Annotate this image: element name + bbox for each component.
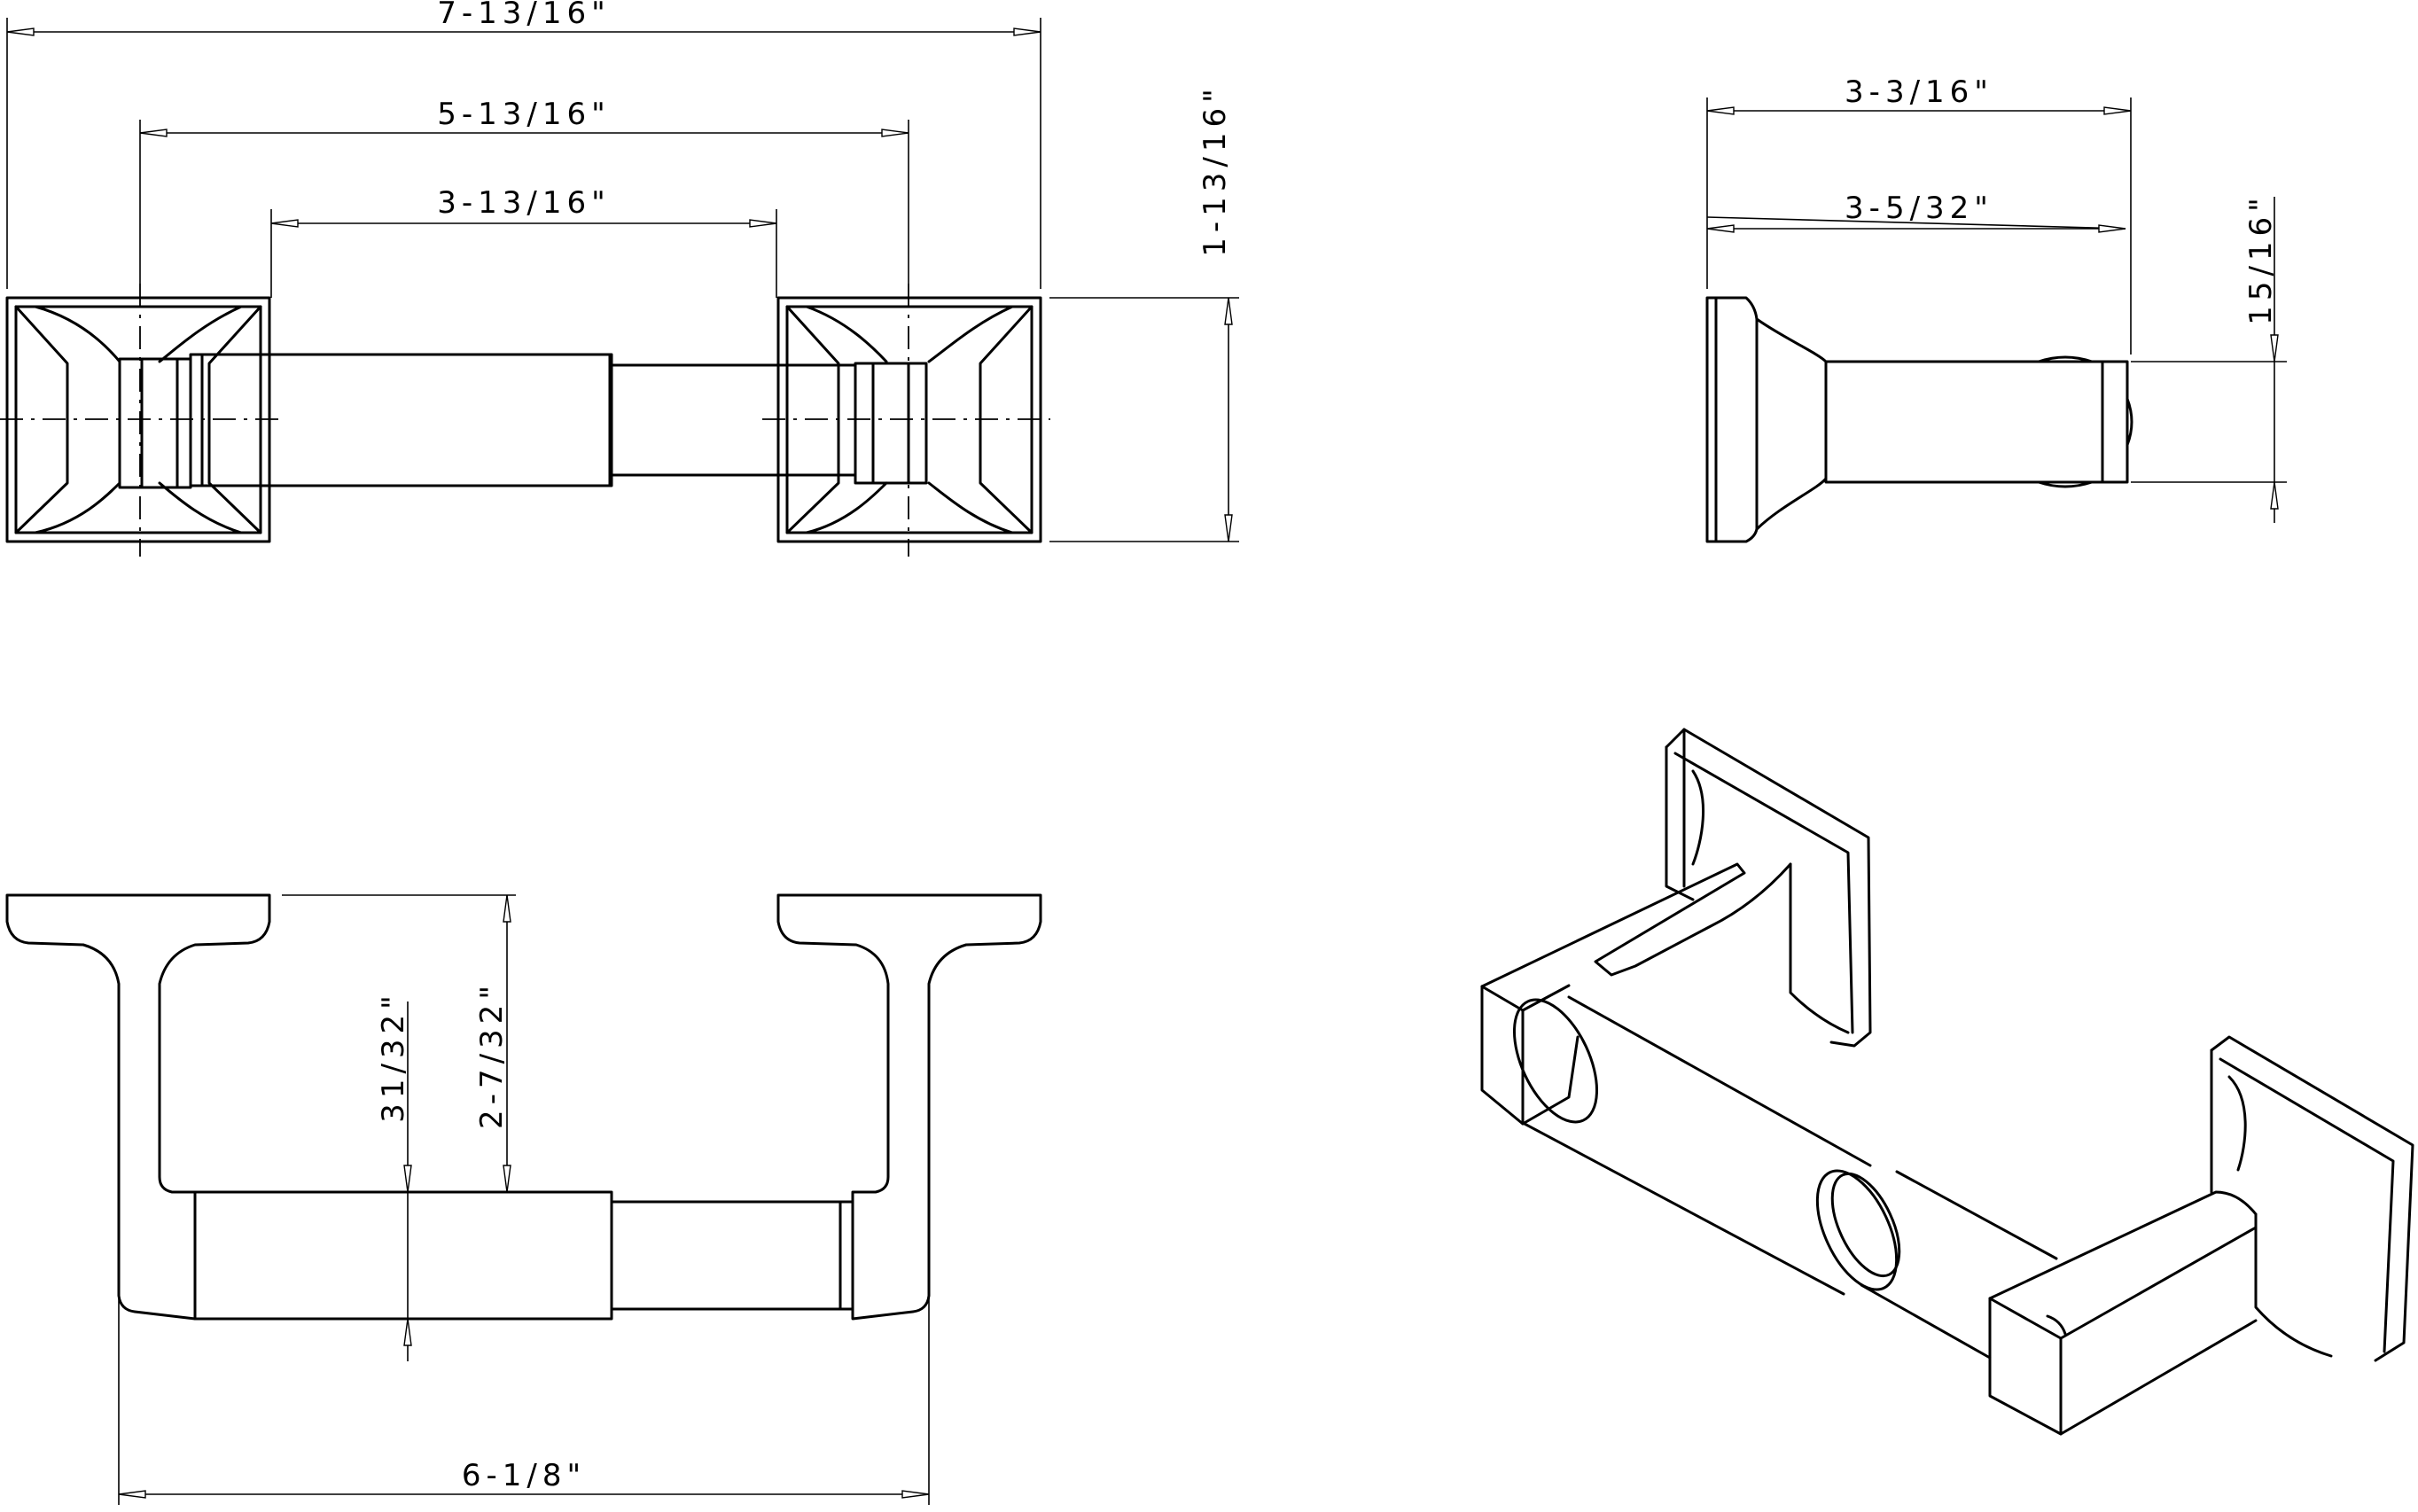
label-overall-length: 7-13/16" <box>437 0 611 31</box>
dim-inner-span: 3-13/16" <box>270 185 777 298</box>
dim-rosette-height: 1-13/16" <box>1049 83 1239 542</box>
dim-roller-to-wall: 31/32" <box>376 990 412 1361</box>
front-view: 7-13/16" 5-13/16" 3-13/16" 1-13/ <box>0 0 1239 557</box>
label-side-projection-total: 3-3/16" <box>1845 74 1993 110</box>
dim-side-projection-total: 3-3/16" <box>1706 74 2132 355</box>
left-rosette <box>5 296 271 543</box>
label-rosette-height: 1-13/16" <box>1197 83 1233 257</box>
label-inner-span: 3-13/16" <box>437 185 611 221</box>
roller <box>189 353 857 487</box>
label-side-projection-roller: 3-5/32" <box>1845 191 1993 226</box>
label-rosette-to-roller: 2-7/32" <box>474 980 510 1129</box>
top-view: 6-1/8" 31/32" 2-7/32" <box>5 893 1042 1505</box>
label-bottom-width: 6-1/8" <box>462 1458 586 1493</box>
dim-center-to-center: 5-13/16" <box>139 97 909 284</box>
label-roller-diameter: 15/16" <box>2243 192 2279 325</box>
dim-roller-diameter: 15/16" <box>2131 192 2287 523</box>
dim-overall-length: 7-13/16" <box>6 0 1041 289</box>
dim-side-projection-roller: 3-5/32" <box>1706 191 2126 233</box>
label-roller-to-wall: 31/32" <box>376 990 411 1123</box>
isometric-view <box>1480 728 2414 1436</box>
side-view: 3-3/16" 3-5/32" 15/16" <box>1705 74 2287 543</box>
dim-bottom-width: 6-1/8" <box>118 1296 930 1505</box>
label-center-to-center: 5-13/16" <box>437 97 611 132</box>
dim-rosette-to-roller: 2-7/32" <box>282 894 516 1193</box>
